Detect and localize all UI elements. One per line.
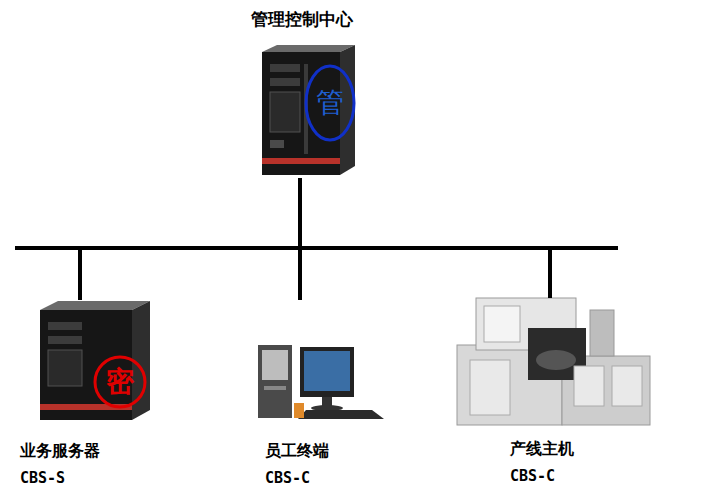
device-node: 管理控制中心管 [240, 4, 365, 178]
network-link [300, 178, 550, 298]
network-link [80, 178, 300, 300]
device-node: 产线主机 CBS-C [455, 298, 655, 494]
device-label: 产线主机 [510, 440, 574, 458]
device-label: CBS-C [265, 470, 310, 487]
device-label: 员工终端 [265, 442, 329, 460]
device-label: 业务服务器 [20, 442, 100, 460]
badge-char: 密 [106, 366, 134, 398]
device-label: CBS-C [510, 468, 555, 485]
device-node: 密业务服务器 CBS-S [20, 300, 160, 494]
terminal-icon [258, 345, 384, 419]
server-icon [40, 301, 150, 420]
device-label: 管理控制中心 [251, 10, 353, 30]
device-label: CBS-S [20, 470, 65, 487]
device-node: 员工终端 CBS-C [255, 300, 385, 494]
server-icon [262, 45, 355, 175]
machine-icon [457, 298, 650, 425]
badge-char: 管 [316, 87, 344, 119]
